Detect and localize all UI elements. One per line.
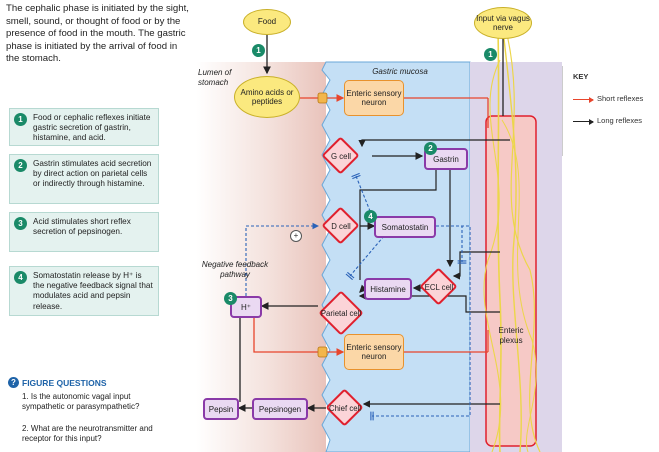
step-2-badge: 2 — [14, 159, 27, 172]
vagus-fiber — [483, 59, 502, 452]
figure-questions-title: FIGURE QUESTIONS — [22, 378, 107, 388]
somatostatin-text: Somatostatin — [381, 222, 429, 232]
diagram-badge-2: 2 — [424, 142, 437, 155]
amino-acids-node: Amino acids or peptides — [234, 76, 300, 118]
g-cell-node: G cell — [321, 136, 360, 175]
arrow-histamine-parietal — [359, 284, 368, 293]
plus-symbol: + — [290, 230, 302, 242]
question-icon: ? — [8, 377, 19, 388]
vagus-fiber — [502, 29, 522, 452]
inhibit-somatostatin-parietal — [345, 235, 385, 281]
enteric-sensory-neuron-top: Enteric sensory neuron — [344, 80, 404, 116]
long-reflex-swatch — [573, 119, 594, 125]
amino-acids-text: Amino acids or peptides — [240, 87, 294, 107]
enteric-neuron-bottom-text: Enteric sensory neuron — [346, 342, 402, 362]
gastrin-node: Gastrin — [424, 148, 468, 170]
vagus-fiber — [497, 29, 502, 452]
hplus-node: H⁺ — [230, 296, 262, 318]
short-reflex-label: Short reflexes — [597, 94, 644, 103]
arrow-plexus-ecl — [452, 251, 500, 280]
pepsinogen-text: Pepsinogen — [258, 404, 302, 414]
food-text: Food — [257, 17, 277, 27]
parietal-cell-node: Parietal cell — [318, 290, 364, 336]
receptor-bottom — [317, 346, 328, 358]
parietal-cell-text: Parietal cell — [320, 308, 362, 318]
pepsinogen-node: Pepsinogen — [252, 398, 308, 420]
inhibit-somatostatin-chief — [370, 225, 471, 421]
step-3-box: 3 Acid stimulates short reflex secretion… — [9, 212, 159, 252]
histamine-text: Histamine — [370, 284, 406, 294]
figure-question-2: 2. What are the neurotransmitter and rec… — [22, 424, 153, 443]
vagus-fiber — [505, 29, 541, 452]
d-cell-node: D cell — [321, 206, 360, 245]
negative-feedback-path — [245, 222, 320, 296]
d-cell-text: D cell — [331, 221, 351, 231]
enteric-plexus-label: Enteric plexus — [498, 326, 524, 345]
step-1-box: 1 Food or cephalic reflexes initiate gas… — [9, 108, 159, 146]
step-2-box: 2 Gastrin stimulates acid secretion by d… — [9, 154, 159, 204]
diagram-badge-3: 3 — [224, 292, 237, 305]
gastrin-text: Gastrin — [433, 154, 459, 164]
diagram-badge-1-food: 1 — [252, 44, 265, 57]
arrow-hplus-neuron — [253, 318, 345, 356]
inhibit-somatostatin-gcell — [351, 172, 373, 217]
g-cell-text: G cell — [331, 151, 351, 161]
receptor-top — [317, 92, 328, 104]
ecl-cell-text: ECL cell — [424, 282, 454, 292]
short-reflex-swatch — [573, 97, 594, 103]
figure-question-1: 1. Is the autonomic vagal input sympathe… — [22, 392, 140, 411]
enteric-neuron-top-text: Enteric sensory neuron — [346, 88, 402, 108]
arrow-plexus-gcell — [358, 139, 510, 148]
vagus-fiber — [501, 119, 537, 452]
chief-cell-text: Chief cell — [328, 403, 362, 413]
key-title: KEY — [573, 72, 589, 81]
step-1-text: Food or cephalic reflexes initiate gastr… — [33, 113, 151, 143]
negative-feedback-label: Negative feedback pathway — [201, 260, 269, 279]
step-3-badge: 3 — [14, 217, 27, 230]
key-panel: KEY Short reflexes Long reflexes — [562, 66, 658, 156]
vagus-input-text: Input via vagus nerve — [476, 13, 530, 33]
pepsin-text: Pepsin — [208, 404, 234, 414]
food-node: Food — [243, 9, 291, 35]
lumen-region — [196, 62, 326, 452]
diagram-badge-1-vagus: 1 — [484, 48, 497, 61]
step-4-badge: 4 — [14, 271, 27, 284]
enteric-sensory-neuron-bottom: Enteric sensory neuron — [344, 334, 404, 370]
hplus-text: H⁺ — [241, 302, 251, 312]
somatostatin-node: Somatostatin — [374, 216, 436, 238]
long-reflex-label: Long reflexes — [597, 116, 643, 125]
step-2-text: Gastrin stimulates acid secretion by dir… — [33, 159, 152, 189]
step-1-badge: 1 — [14, 113, 27, 126]
gastric-mucosa-label: Gastric mucosa — [372, 67, 428, 76]
step-3-text: Acid stimulates short reflex secretion o… — [33, 217, 131, 237]
arrow-gastrin-parietal — [359, 170, 437, 280]
intro-text: The cephalic phase is initiated by the s… — [6, 3, 189, 65]
pepsin-node: Pepsin — [203, 398, 239, 420]
diagram-badge-4: 4 — [364, 210, 377, 223]
ecl-cell-node: ECL cell — [419, 267, 458, 306]
lumen-label: Lumen of stomach — [198, 68, 232, 87]
histamine-node: Histamine — [364, 278, 412, 300]
step-4-box: 4 Somatostatin release by H⁺ is the nega… — [9, 266, 159, 316]
enteric-plexus-band — [485, 115, 537, 447]
step-4-text: Somatostatin release by H⁺ is the negati… — [33, 271, 153, 311]
chief-cell-node: Chief cell — [325, 388, 364, 427]
arrow-plexus-parietal — [358, 292, 500, 313]
vagus-input-node: Input via vagus nerve — [474, 7, 532, 39]
